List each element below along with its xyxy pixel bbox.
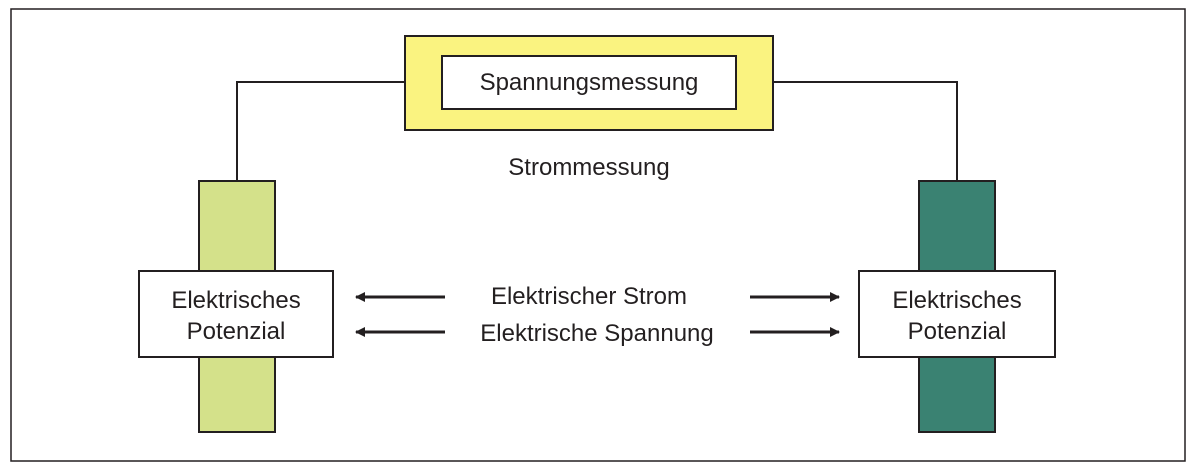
wire-left [236, 81, 405, 181]
electric-voltage-label: Elektrische Spannung [480, 320, 713, 347]
right-potential-label-line2: Potenzial [908, 318, 1007, 345]
voltage-meter-display [441, 55, 737, 110]
wire-right [773, 81, 958, 181]
voltage-measurement-label: Spannungsmessung [480, 69, 699, 96]
left-potential-label-line2: Potenzial [187, 318, 286, 345]
electric-current-label: Elektrischer Strom [491, 283, 687, 310]
left-potential-label-line1: Elektrisches [171, 287, 300, 314]
right-potential-label-line1: Elektrisches [892, 287, 1021, 314]
current-measurement-label: Strommessung [508, 154, 669, 181]
left-potential-box [138, 270, 334, 358]
right-potential-box [858, 270, 1056, 358]
